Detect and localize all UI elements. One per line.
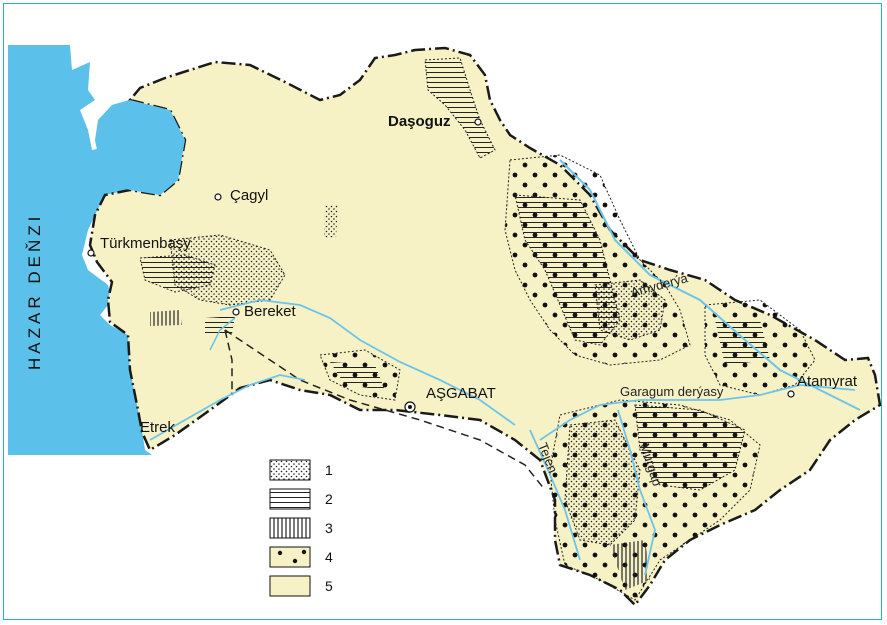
legend-dot-b (292, 558, 298, 564)
city-label-dasoguz: Daşoguz (388, 113, 451, 130)
region-dots-south (564, 419, 641, 546)
city-label-turkmenbasy: Türkmenbaşy (100, 235, 191, 252)
region-vlines-south (610, 540, 650, 590)
river-label-etrek: Etrek (140, 419, 176, 436)
legend-swatch-5 (269, 575, 311, 597)
region-hlines-asgabat (330, 362, 385, 390)
legend-dot-c (301, 549, 307, 555)
city-label-bereket: Bereket (244, 303, 297, 320)
river-garagum (539, 384, 856, 441)
region-hlines-north (424, 57, 496, 159)
region-dots-small (324, 205, 338, 238)
city-label-cagyl: Çagyl (230, 187, 268, 204)
region-hlines-south (634, 404, 746, 491)
city-marker-cagyl (214, 193, 222, 201)
region-hlines-bereket (205, 316, 235, 334)
legend-label-3: 3 (325, 520, 333, 536)
legend-swatch-2 (269, 488, 311, 510)
city-marker-bereket (232, 308, 240, 316)
river-amyderya (559, 159, 861, 411)
region-hlines-east (514, 194, 621, 346)
legend-label-1: 1 (325, 462, 333, 478)
city-marker-atamyrat (787, 390, 795, 398)
river-west-branch (209, 317, 236, 351)
city-marker-turkmenbasy (87, 249, 95, 257)
region-hlines-west (139, 254, 216, 293)
gulf (95, 100, 185, 195)
legend-swatch-1 (269, 459, 311, 481)
legend-dot-a (277, 550, 283, 556)
city-marker-dasoguz (474, 118, 482, 126)
legend-swatch-3 (269, 517, 311, 539)
legend-label-5: 5 (325, 578, 333, 594)
river-label-garagum: Garagum derýasy (620, 384, 724, 399)
dashed-boundary-west (224, 329, 233, 395)
river-tejen (529, 429, 581, 561)
dashed-boundary (224, 329, 546, 491)
river-kopet (219, 299, 516, 426)
river-murgap (617, 409, 656, 576)
sea-label: HAZAR DEŇZI (25, 213, 44, 370)
legend-label-4: 4 (325, 549, 333, 565)
city-label-asgabat: AŞGABAT (426, 385, 496, 402)
region-vlines-west (150, 310, 182, 326)
legend-label-2: 2 (325, 491, 333, 507)
legend: 1 2 3 4 5 (269, 459, 333, 597)
region-hlines-atamyrat (715, 320, 770, 365)
city-marker-asgabat-inner (408, 405, 412, 409)
river-etrek (149, 374, 306, 441)
city-label-atamyrat: Atamyrat (797, 373, 858, 390)
map-frame (3, 3, 882, 620)
region-dots-amyderya (594, 279, 666, 341)
